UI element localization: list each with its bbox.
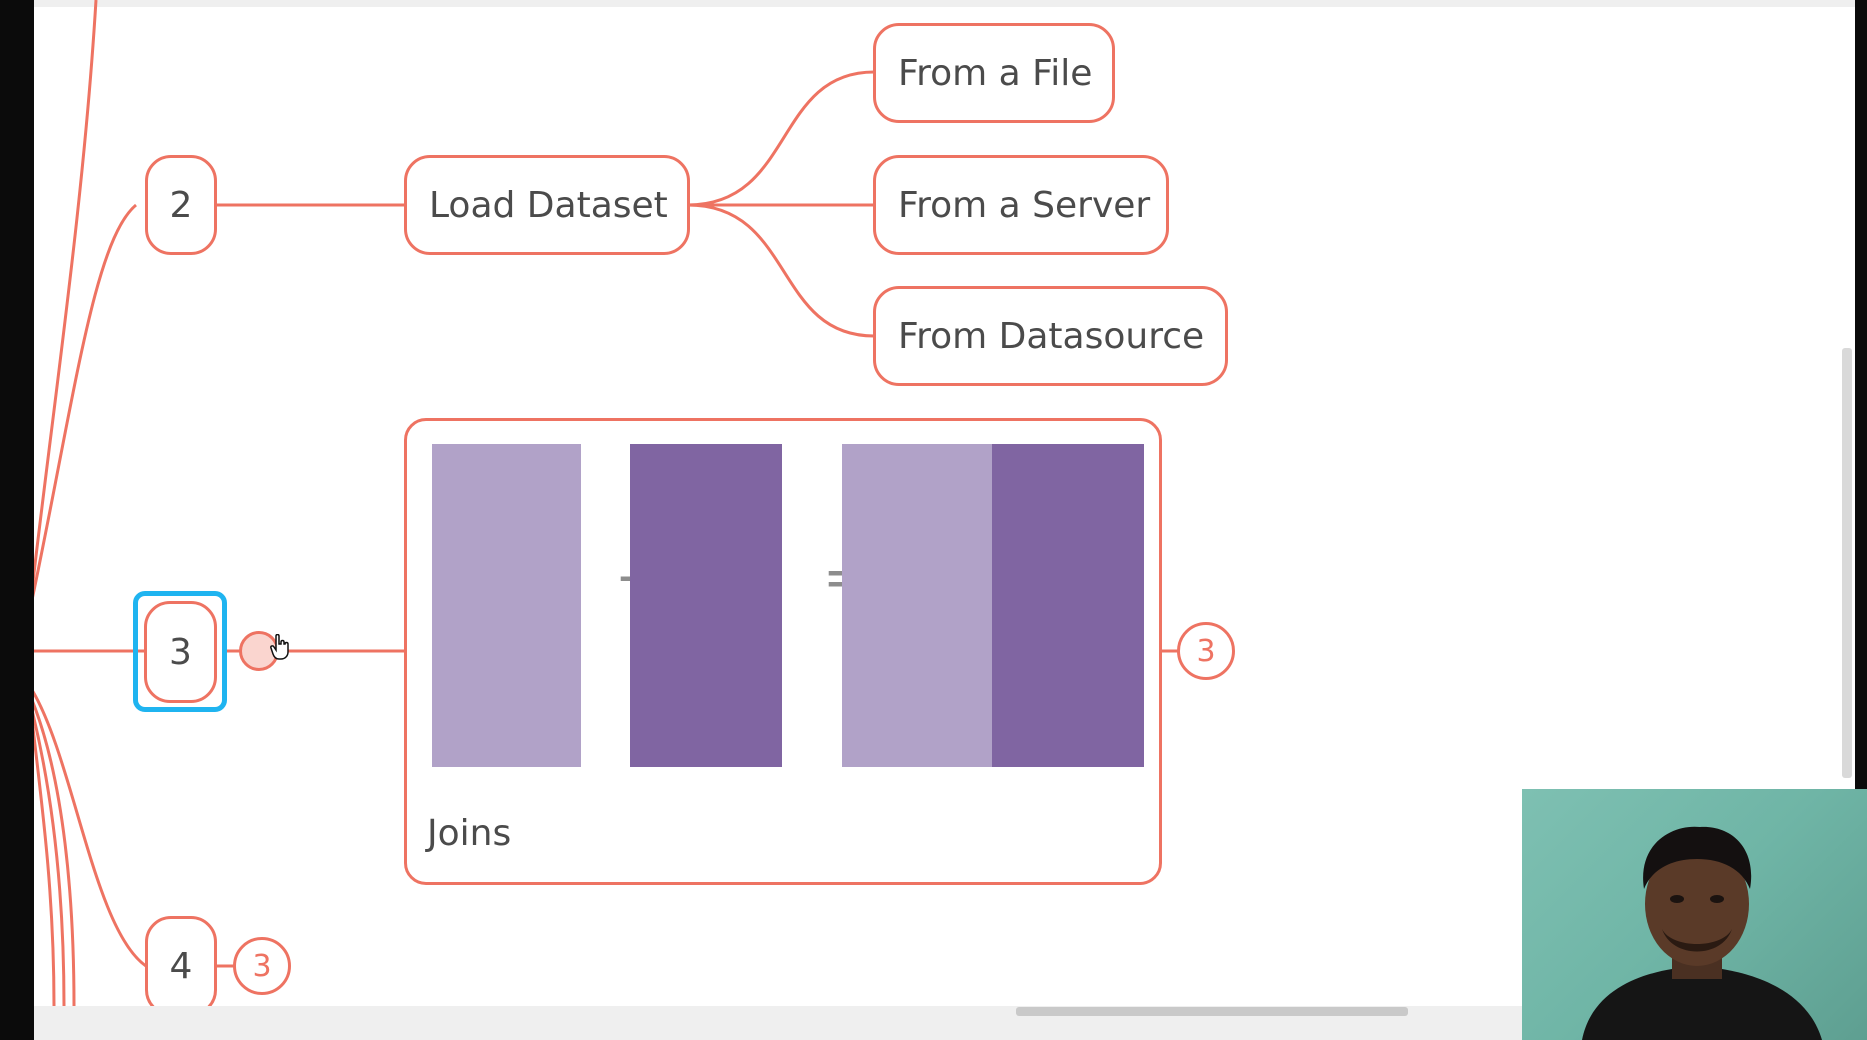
selection-highlight <box>133 591 227 712</box>
vertical-scrollbar-thumb[interactable] <box>1842 348 1852 778</box>
topic-node-2-label: 2 <box>169 184 193 226</box>
topic-node-3-label: 3 <box>169 631 192 673</box>
root-branch-line <box>34 690 147 968</box>
join-result-left-image <box>842 444 992 767</box>
topic-joins-label: Joins <box>427 813 512 854</box>
branch-line <box>687 70 875 207</box>
root-branch-line <box>34 203 137 598</box>
topic-from-a-server-label: From a Server <box>898 184 1151 226</box>
pointer-cursor-icon <box>270 634 289 660</box>
join-right-table-image <box>630 444 782 767</box>
root-branch-line <box>34 0 98 586</box>
mindmap-canvas[interactable]: 2 Load Dataset From a File From a Server… <box>34 0 1855 1006</box>
root-branch-line <box>34 711 66 1006</box>
root-branch-line <box>34 724 56 1006</box>
topic-node-4[interactable]: 4 <box>145 916 217 1006</box>
topic-from-a-file[interactable]: From a File <box>873 23 1115 123</box>
horizontal-scrollbar-thumb[interactable] <box>1016 1007 1408 1016</box>
root-branch-line <box>34 701 76 1006</box>
collapsed-count-badge-node-4[interactable]: 3 <box>233 937 291 995</box>
branch-line <box>687 203 875 338</box>
topic-from-a-file-label: From a File <box>898 52 1093 94</box>
join-left-table-image <box>432 444 581 767</box>
topic-node-3[interactable]: 3 <box>144 601 217 703</box>
collapsed-count-badge[interactable]: 3 <box>1177 622 1235 680</box>
topic-load-dataset[interactable]: Load Dataset <box>404 155 690 255</box>
presenter-video <box>1582 826 1822 1040</box>
join-result-right-image <box>992 444 1144 767</box>
canvas-top-border <box>34 0 1855 7</box>
branch-connectors <box>34 0 1178 1006</box>
topic-node-2[interactable]: 2 <box>145 155 217 255</box>
webcam-overlay <box>1522 789 1867 1040</box>
topic-node-4-label: 4 <box>169 945 193 987</box>
topic-joins-card[interactable]: + = Joins <box>404 418 1162 885</box>
topic-load-dataset-label: Load Dataset <box>429 184 668 226</box>
topic-from-a-server[interactable]: From a Server <box>873 155 1169 255</box>
topic-from-datasource-label: From Datasource <box>898 315 1205 357</box>
topic-from-datasource[interactable]: From Datasource <box>873 286 1228 386</box>
